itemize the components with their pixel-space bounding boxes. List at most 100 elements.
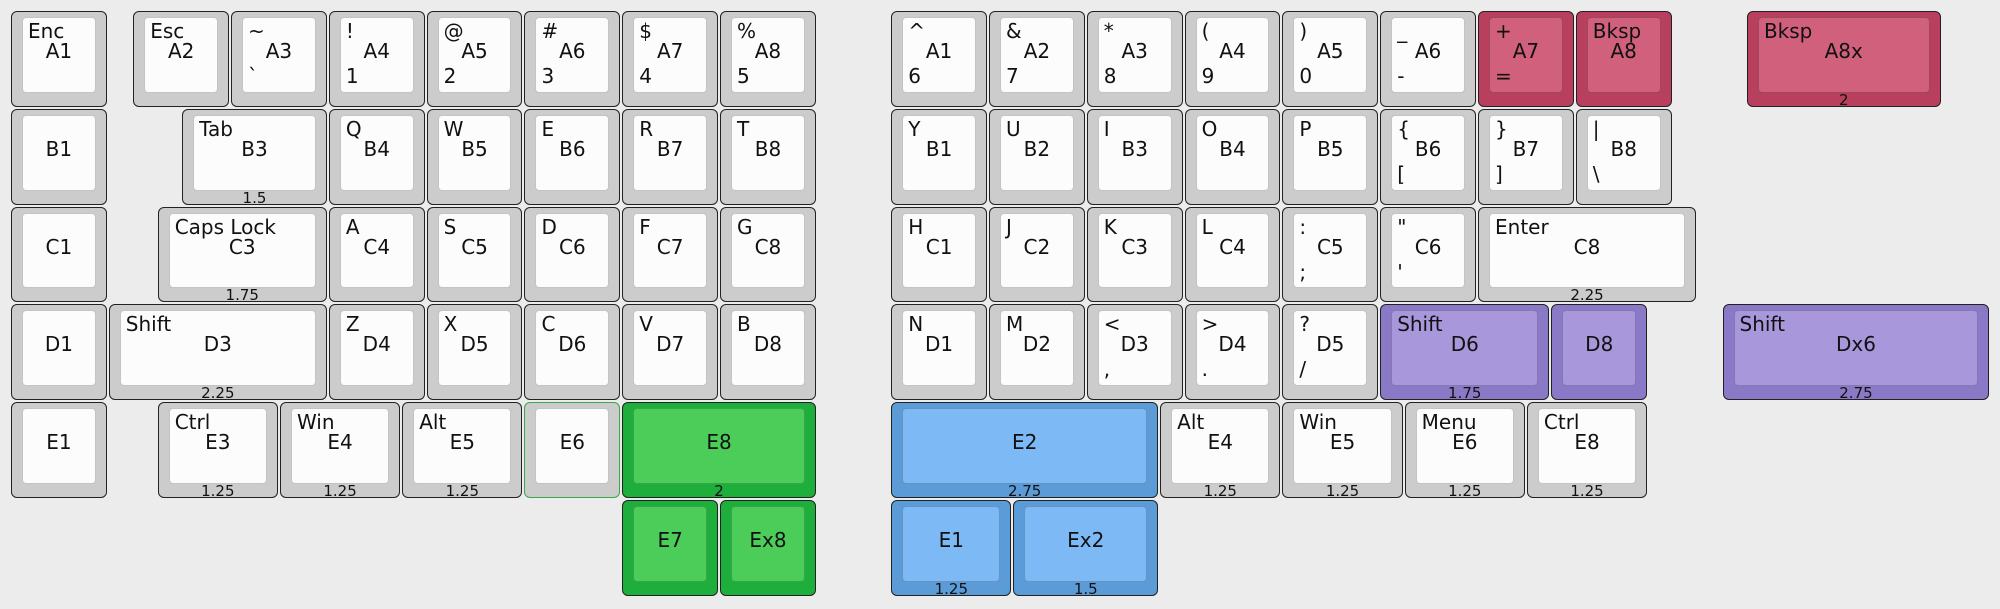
key-r-c5[interactable]: :C5;: [1282, 206, 1379, 303]
key-l-ex8[interactable]: Ex8: [720, 500, 816, 596]
key-legend-top: *: [1103, 19, 1114, 43]
key-l-c1[interactable]: C1: [11, 206, 107, 303]
key-legend-top: Ctrl: [174, 410, 211, 435]
key-legend-main: D6: [558, 332, 587, 357]
key-width-label: 2.75: [1839, 384, 1873, 403]
key-legend-top: G: [737, 214, 753, 239]
key-legend-main: B4: [363, 136, 390, 161]
key-legend-main: C6: [558, 234, 586, 259]
key-r-d4[interactable]: >D4.: [1184, 304, 1281, 401]
key-legend-main: A4: [1219, 39, 1246, 63]
key-r-b7[interactable]: }B7]: [1478, 108, 1574, 205]
key-legend-main: A6: [559, 39, 586, 63]
key-legend-main: D5: [460, 332, 489, 357]
key-legend-main: A1: [925, 39, 953, 63]
key-r-d8[interactable]: D8: [1551, 304, 1648, 401]
key-r-d3[interactable]: <D3,: [1086, 304, 1183, 401]
key-r-b6[interactable]: {B6[: [1380, 108, 1476, 205]
key-l-e1[interactable]: E1: [11, 402, 107, 498]
key-width-label: 1.25: [934, 579, 969, 598]
keycap-top: |B8\: [1586, 114, 1661, 191]
key-l-b1[interactable]: B1: [11, 108, 107, 205]
key-r-b8[interactable]: |B8\: [1575, 108, 1672, 205]
key-r-a7[interactable]: +A7=: [1478, 11, 1574, 107]
key-legend-top: V: [639, 312, 653, 337]
key-l-d1[interactable]: D1: [11, 304, 107, 401]
key-l-e6[interactable]: E6: [524, 402, 621, 498]
key-r-d5[interactable]: ?D5/: [1282, 304, 1379, 401]
key-r-a6[interactable]: _A6-: [1380, 11, 1476, 107]
key-legend-main: D7: [656, 332, 685, 357]
key-l-e7[interactable]: E7: [622, 500, 719, 596]
key-legend-top: K: [1103, 214, 1117, 239]
key-legend-top: T: [737, 116, 750, 141]
key-legend-main: D8: [1585, 332, 1614, 357]
key-l-a3[interactable]: ~A3`: [231, 11, 327, 107]
key-r-c6[interactable]: "C6': [1380, 206, 1476, 303]
